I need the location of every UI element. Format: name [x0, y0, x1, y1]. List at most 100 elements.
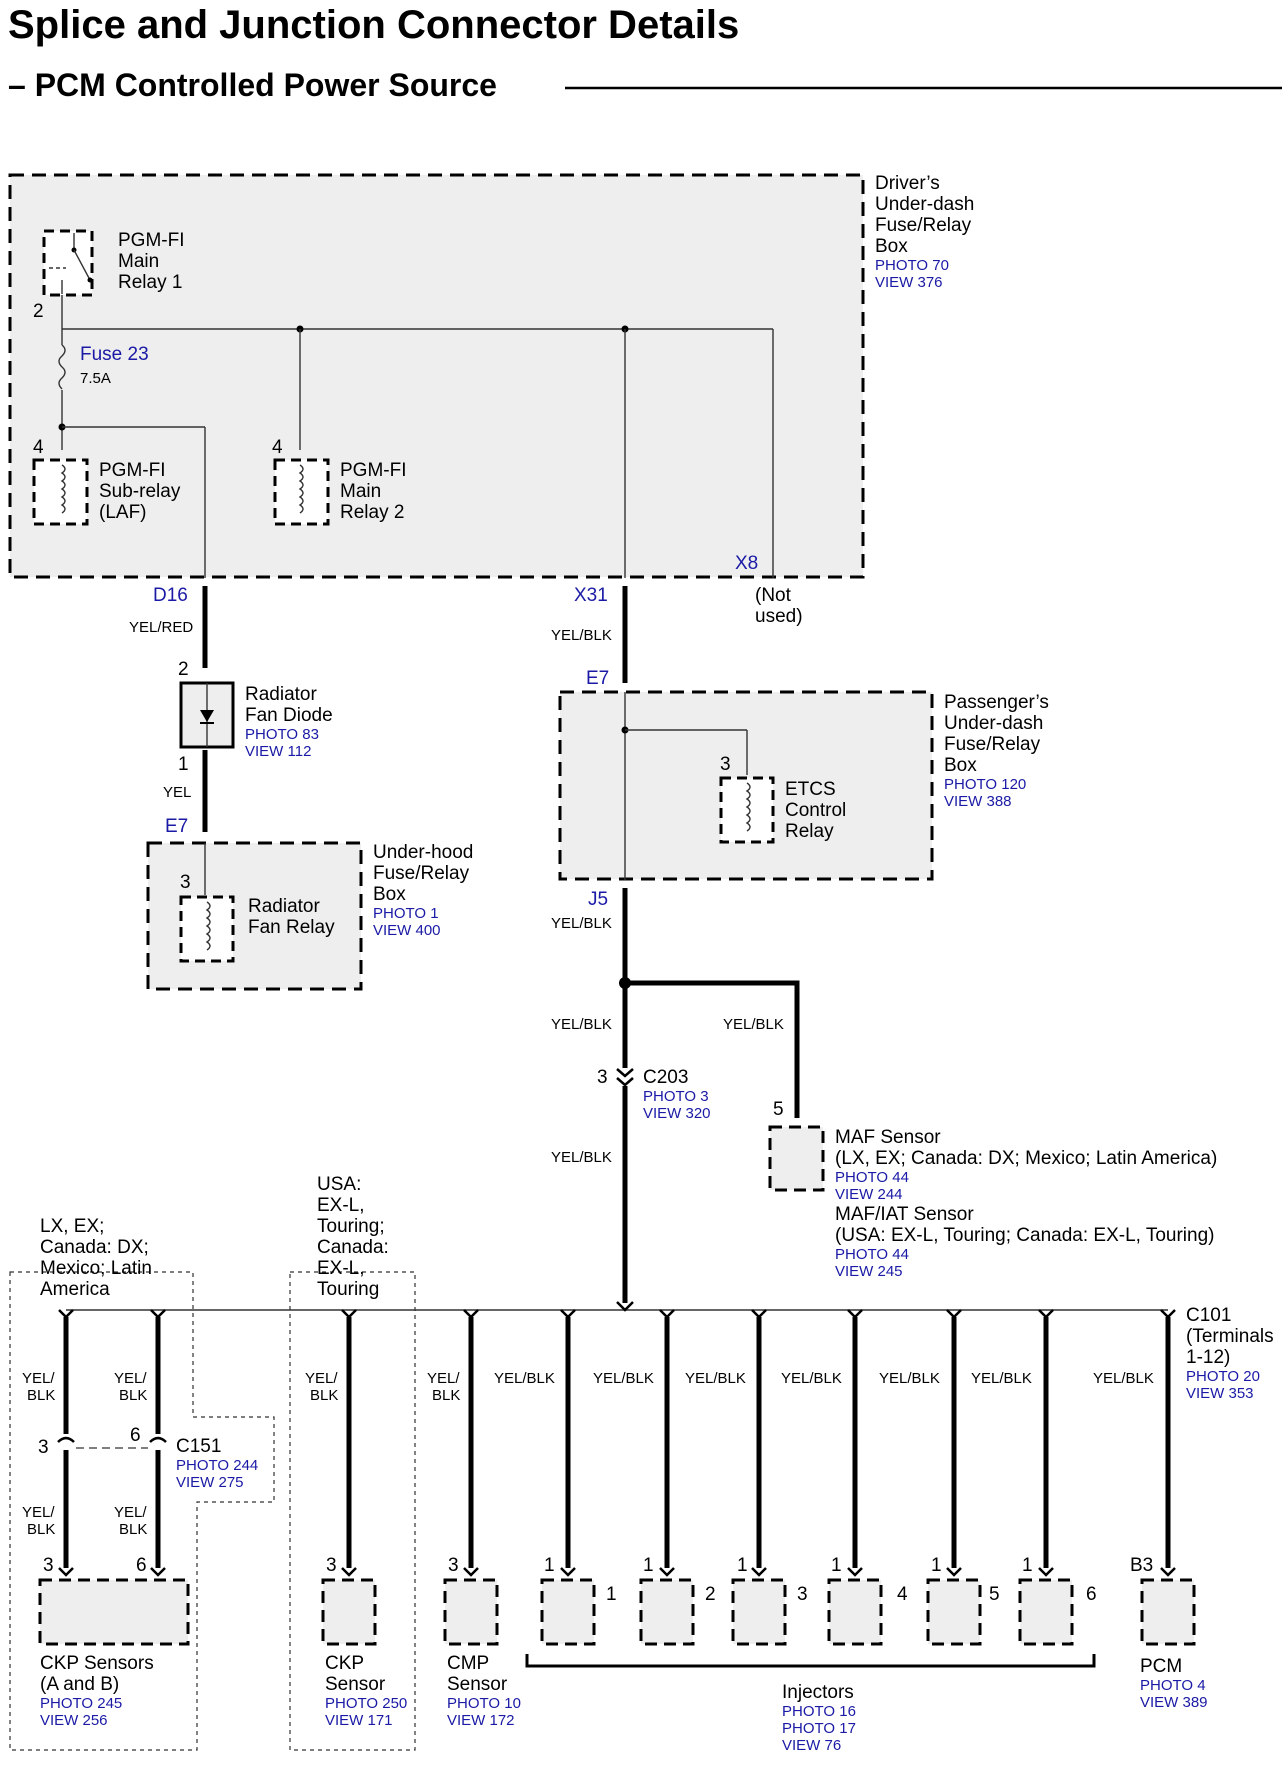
fuse-name: Fuse 23 — [80, 344, 149, 365]
connector-x8: X8 — [735, 553, 758, 574]
radiator-fan-relay — [179, 895, 235, 963]
svg-text:VIEW 244: VIEW 244 — [835, 1186, 903, 1203]
c203-label: C203 PHOTO 3 VIEW 320 — [643, 1067, 711, 1122]
svg-text:Sensor: Sensor — [447, 1674, 508, 1695]
svg-text:Mexico; Latin: Mexico; Latin — [40, 1258, 152, 1279]
injector-3: 1 3 — [731, 1555, 808, 1646]
passenger-box-internal-wiring — [621, 692, 748, 880]
svg-text:LX, EX;: LX, EX; — [40, 1216, 104, 1237]
ckp-sensors-pin-b: 6 — [136, 1555, 147, 1576]
ckp-sensors-label: CKP Sensors (A and B) PHOTO 245 VIEW 256 — [40, 1653, 154, 1729]
svg-text:PHOTO 44: PHOTO 44 — [835, 1246, 909, 1263]
injector-6: 1 6 — [1018, 1555, 1097, 1646]
svg-text:MAF/IAT Sensor: MAF/IAT Sensor — [835, 1204, 974, 1225]
drop-injector-5 — [946, 1309, 962, 1577]
svg-text:C151: C151 — [176, 1436, 221, 1457]
cmp-sensor-label: CMP Sensor PHOTO 10 VIEW 172 — [447, 1653, 521, 1729]
svg-text:CKP: CKP — [325, 1653, 364, 1674]
wire-j5-color: YEL/BLK — [551, 915, 612, 932]
svg-text:Fan Relay: Fan Relay — [248, 917, 335, 938]
svg-text:C101: C101 — [1186, 1305, 1231, 1326]
injector-5: 1 5 — [926, 1555, 1000, 1646]
svg-text:MAF Sensor: MAF Sensor — [835, 1127, 941, 1148]
sub-relay-label: PGM-FI Sub-relay (LAF) — [99, 460, 181, 523]
fuse-rating: 7.5A — [80, 370, 111, 387]
svg-text:PHOTO 245: PHOTO 245 — [40, 1695, 122, 1712]
wire-x31-color: YEL/BLK — [551, 627, 612, 644]
wire-splice-maf — [625, 980, 800, 1118]
maf-pin: 5 — [773, 1099, 784, 1120]
svg-text:Box: Box — [944, 755, 977, 776]
injector-1-wire-color: YEL/BLK — [494, 1370, 555, 1387]
svg-text:VIEW 76: VIEW 76 — [782, 1737, 841, 1754]
svg-text:Passenger’s: Passenger’s — [944, 692, 1049, 713]
drop-ckp-b — [149, 1309, 167, 1577]
svg-text:(Terminals: (Terminals — [1186, 1326, 1274, 1347]
c203-pin: 3 — [597, 1067, 608, 1088]
svg-text:Canada: DX;: Canada: DX; — [40, 1237, 149, 1258]
svg-text:(LAF): (LAF) — [99, 502, 147, 523]
svg-text:PHOTO 44: PHOTO 44 — [835, 1169, 909, 1186]
injector-2-wire-color: YEL/BLK — [593, 1370, 654, 1387]
svg-text:Relay: Relay — [785, 821, 834, 842]
svg-text:Under-hood: Under-hood — [373, 842, 473, 863]
page-subtitle: – PCM Controlled Power Source — [8, 67, 497, 103]
svg-text:(A and B): (A and B) — [40, 1674, 119, 1695]
svg-text:PHOTO 20: PHOTO 20 — [1186, 1368, 1260, 1385]
sub-relay-coil-icon — [60, 464, 66, 514]
cmp-sensor-wire-color: YEL/ BLK — [427, 1370, 460, 1404]
svg-text:CKP Sensors: CKP Sensors — [40, 1653, 154, 1674]
svg-text:VIEW 388: VIEW 388 — [944, 793, 1012, 810]
svg-text:1: 1 — [737, 1555, 748, 1576]
drop-injector-6 — [1038, 1309, 1054, 1577]
diode-icon — [200, 683, 214, 747]
drop-injector-3 — [751, 1309, 767, 1577]
injectors-bracket — [525, 1654, 1096, 1668]
svg-text:Main: Main — [340, 481, 381, 502]
svg-text:Under-dash: Under-dash — [875, 194, 974, 215]
svg-text:PHOTO 10: PHOTO 10 — [447, 1695, 521, 1712]
svg-text:BLK: BLK — [310, 1387, 338, 1404]
c101-feed-connector-icon — [616, 1301, 634, 1312]
connector-j5: J5 — [588, 889, 608, 910]
drop-cmp-sensor — [463, 1309, 479, 1577]
connector-x31: X31 — [574, 585, 608, 606]
drop-ckp-a — [57, 1309, 75, 1577]
svg-text:PHOTO 70: PHOTO 70 — [875, 257, 949, 274]
injector-2: 1 2 — [639, 1555, 716, 1646]
svg-text:VIEW 256: VIEW 256 — [40, 1712, 108, 1729]
drop-pcm — [1160, 1309, 1176, 1577]
svg-text:PGM-FI: PGM-FI — [118, 230, 185, 251]
svg-text:BLK: BLK — [27, 1521, 55, 1538]
svg-text:1: 1 — [606, 1584, 617, 1605]
svg-text:1: 1 — [643, 1555, 654, 1576]
etcs-pin: 3 — [720, 754, 731, 775]
underhood-fuse-box-label: Under-hood Fuse/Relay Box PHOTO 1 VIEW 4… — [373, 842, 473, 939]
svg-text:1: 1 — [931, 1555, 942, 1576]
drivers-fuse-box — [8, 173, 865, 579]
ckp-sensor — [321, 1578, 377, 1646]
main-relay-1-switch-icon — [49, 233, 93, 294]
c151-pin-a: 3 — [38, 1437, 49, 1458]
injectors-label: Injectors PHOTO 16 PHOTO 17 VIEW 76 — [782, 1682, 856, 1754]
svg-text:PHOTO 3: PHOTO 3 — [643, 1088, 709, 1105]
ckp-sensor-wire-color: YEL/ BLK — [305, 1370, 338, 1404]
svg-text:VIEW 389: VIEW 389 — [1140, 1694, 1208, 1711]
ckp-sensor-label: CKP Sensor PHOTO 250 VIEW 171 — [325, 1653, 407, 1729]
svg-text:PHOTO 120: PHOTO 120 — [944, 776, 1026, 793]
main-relay-1-pin: 2 — [33, 301, 44, 322]
ckp-sensor-pin: 3 — [326, 1555, 337, 1576]
rad-diode-pin-bottom: 1 — [178, 754, 189, 775]
maf-sensor — [768, 1125, 825, 1192]
connector-d16: D16 — [153, 585, 188, 606]
c151-pin-b: 6 — [130, 1425, 141, 1446]
main-relay-2-pin: 4 — [272, 437, 283, 458]
svg-text:(LX, EX; Canada: DX; Mexico; L: (LX, EX; Canada: DX; Mexico; Latin Ameri… — [835, 1148, 1217, 1169]
injector-3-wire-color: YEL/BLK — [685, 1370, 746, 1387]
pcm-wire-color: YEL/BLK — [1093, 1370, 1154, 1387]
svg-text:America: America — [40, 1279, 110, 1300]
sub-relay — [32, 458, 89, 526]
drop-injector-4 — [847, 1309, 863, 1577]
svg-text:VIEW 376: VIEW 376 — [875, 274, 943, 291]
svg-text:USA:: USA: — [317, 1174, 361, 1195]
